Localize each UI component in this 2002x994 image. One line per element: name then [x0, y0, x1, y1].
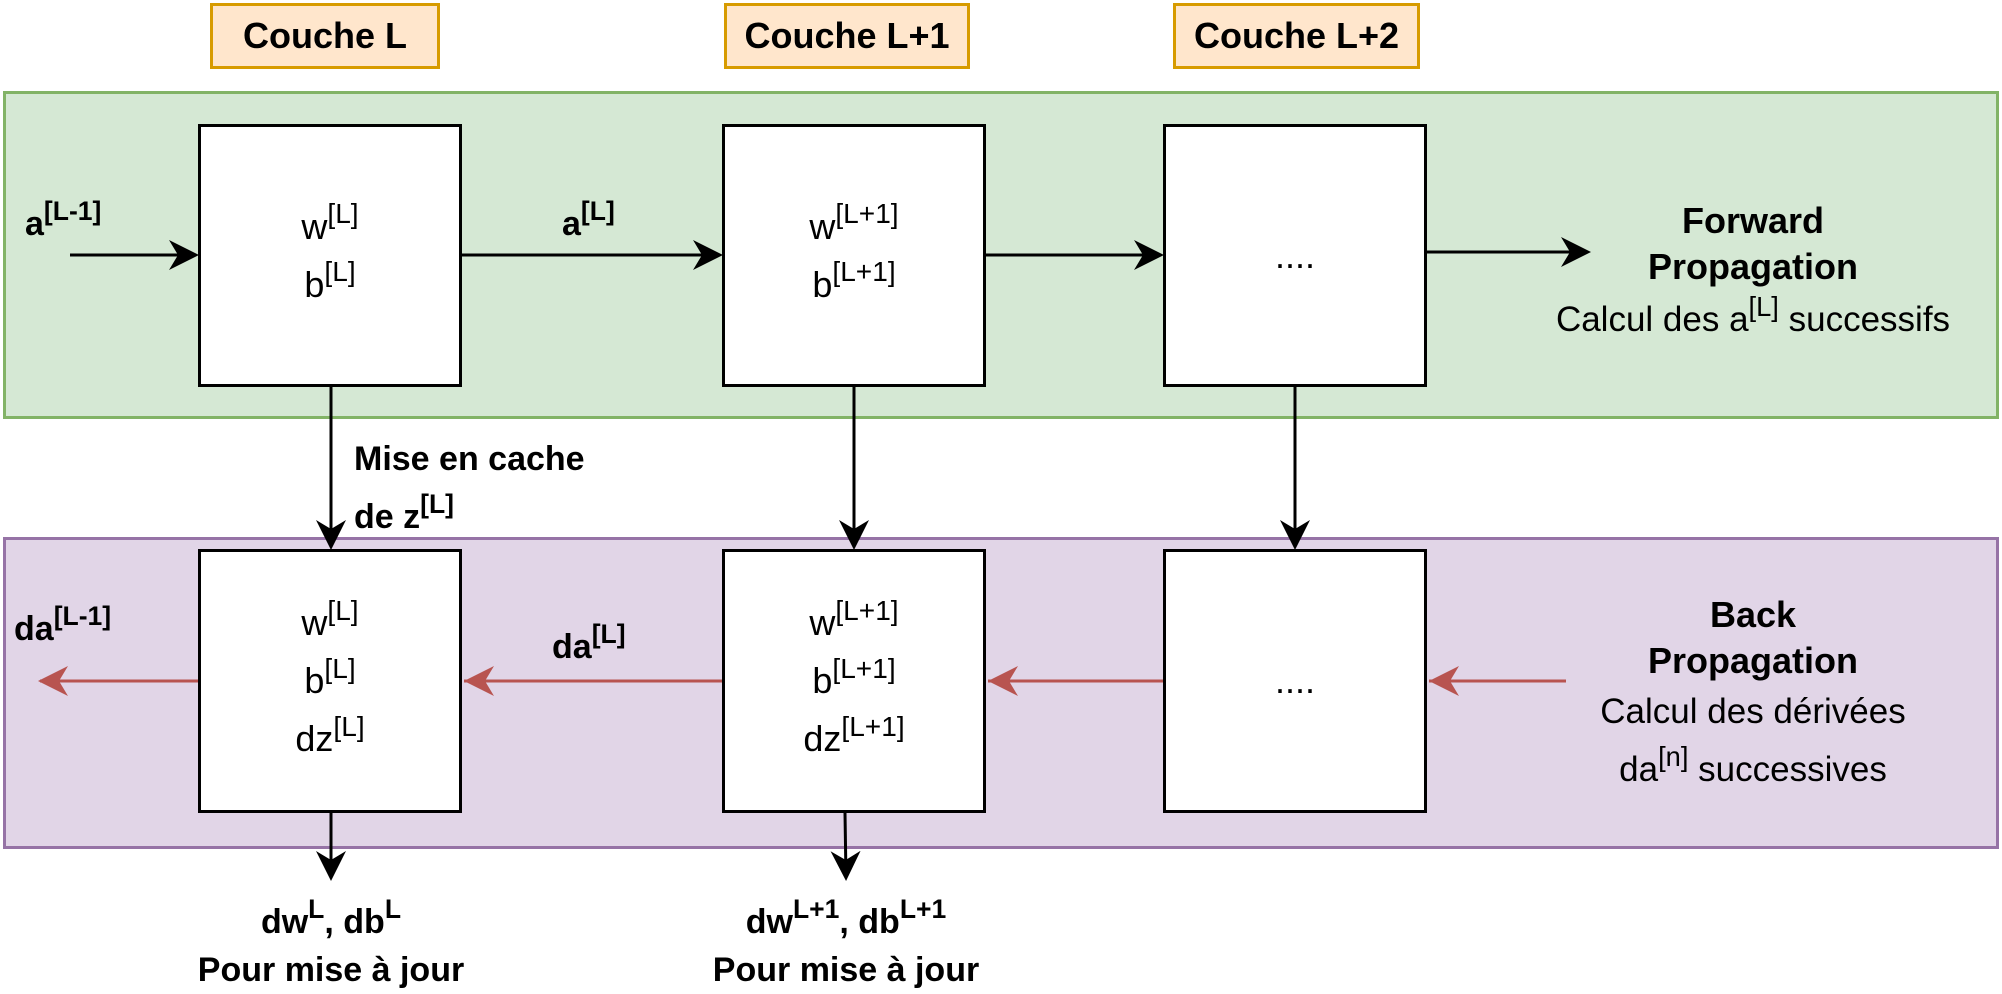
- bias-label: b[L+1]: [812, 256, 896, 305]
- bias-label: b[L]: [304, 652, 356, 701]
- ellipsis-label: ....: [1274, 234, 1315, 276]
- cache-label: Mise en cache de z[L]: [354, 440, 585, 536]
- weight-label: w[L+1]: [809, 594, 899, 643]
- back-description: Calcul des dérivées da[n] successives: [1600, 692, 1906, 789]
- weight-label: w[L]: [301, 594, 359, 643]
- forward-title: Forward Propagation: [1647, 200, 1858, 287]
- arrow-gradient-layer-l1: [830, 812, 861, 881]
- ellipsis-label: ....: [1274, 660, 1315, 701]
- back-node-layer-l2: ....: [1163, 549, 1427, 813]
- bias-label: b[L]: [304, 256, 356, 305]
- layer-label-l1: Couche L+1: [724, 3, 970, 69]
- forward-input-label: a[L-1]: [25, 196, 102, 243]
- arrowhead-back-l2-to-l1: [988, 666, 1018, 696]
- bias-label: b[L+1]: [812, 652, 896, 701]
- layer-label-l: Couche L: [210, 3, 440, 69]
- weight-label: w[L+1]: [809, 198, 899, 247]
- forward-node-layer-l: w[L] b[L]: [198, 124, 462, 387]
- arrowhead-back-l1-to-l: [464, 666, 494, 696]
- dz-label: dz[L+1]: [803, 710, 905, 759]
- weight-label: w[L]: [301, 198, 359, 247]
- back-node-layer-l1: w[L+1] b[L+1] dz[L+1]: [722, 549, 986, 813]
- back-title: Back Propagation: [1647, 594, 1858, 681]
- forward-node-layer-l2: ....: [1163, 124, 1427, 387]
- forward-description: Calcul des a[L] successifs: [1555, 291, 1951, 339]
- layer-label-l2: Couche L+2: [1173, 3, 1420, 69]
- forward-link-label: a[L]: [562, 196, 615, 243]
- forward-node-layer-l1: w[L+1] b[L+1]: [722, 124, 986, 387]
- dz-label: dz[L]: [295, 710, 365, 759]
- arrowhead-back-input: [1429, 666, 1459, 696]
- arrowhead-back-output: [38, 666, 68, 696]
- back-node-layer-l: w[L] b[L] dz[L]: [198, 549, 462, 813]
- back-output-label: da[L-1]: [14, 601, 112, 648]
- back-link-label: da[L]: [552, 619, 626, 666]
